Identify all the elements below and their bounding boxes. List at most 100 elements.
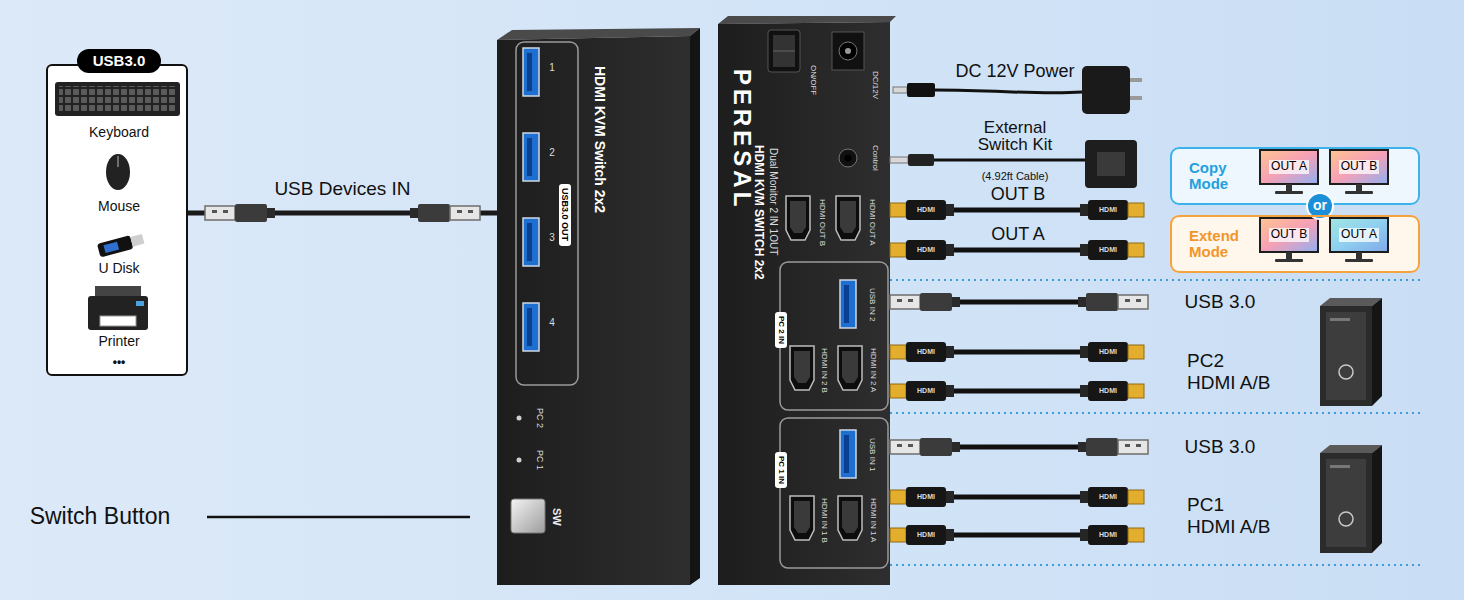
callout-label: Switch Button [30,503,171,529]
plug-marking: HDMI [917,531,935,539]
text-slot: U Disk [98,260,139,276]
cables-and-devices-part [890,564,1422,566]
cable-label: DC 12V Power [955,61,1074,82]
cables-and-devices-part [1097,152,1125,176]
copy-mode-box: Copy Mode OUT A OUT B [1170,147,1420,205]
text-slot: HDMI [1099,246,1117,254]
port-label: DC/12V [870,71,879,99]
cables-and-devices-part [1085,140,1137,188]
plug-marking: HDMI [917,246,935,254]
text-slot: PC 1 IN [775,452,786,488]
kvm-rear-housing-part [768,30,800,72]
plug-marking: HDMI [917,387,935,395]
port-group-label: USB3.0 OUT [559,184,571,245]
port-number: 3 [549,232,555,244]
cables-and-devices-part [890,438,960,456]
text-slot: DC/12V [870,71,879,99]
device-panel-art-part [136,301,144,306]
text-slot: HDMI OUT A [867,199,876,246]
text-slot: 2 [549,147,555,159]
text-slot: HDMI [1099,493,1117,501]
text-slot: SW [551,508,564,526]
cables-and-devices-part [890,525,954,545]
cables-and-devices-part [1170,147,1420,205]
cable-label: OUT A [991,224,1045,245]
text-slot: External Switch Kit [965,119,1065,153]
kvm-rear-housing-part [780,418,888,568]
cables-and-devices-part [1260,150,1318,194]
text-slot: Control [870,145,879,171]
text-slot: HDMI [917,387,935,395]
kvm-rear-housing-part [790,346,814,390]
cables-and-devices-part [1080,381,1144,401]
mode-name: Copy Mode [1189,160,1249,192]
text-slot: USB Devices IN [274,178,410,200]
device-panel-art-part [59,86,176,112]
cables-and-devices-part [890,200,954,220]
kvm-rear-housing-part [838,496,862,540]
cable-label: OUT B [991,184,1046,205]
led-label: PC 1 [535,450,545,470]
cable-label: USB 3.0 [1185,291,1256,313]
monitor-label: OUT B [1339,160,1379,174]
cable-label: USB 3.0 [1185,436,1256,458]
text-slot: HDMI OUT B [817,199,826,246]
pc-label: PC1 HDMI A/B [1187,494,1277,538]
text-slot: USB IN 2 [867,288,876,321]
device-panel-art-part [88,296,148,330]
kvm-rear-housing-part [786,196,810,240]
kvm-rear-housing [718,16,896,585]
usb-plug [205,204,275,222]
cables-and-devices-part [954,208,1080,213]
cables-and-devices-part [890,240,954,260]
mode-name: Extend Mode [1189,228,1249,260]
cables-and-devices-part [1080,525,1144,545]
device-panel-art-part [97,232,145,257]
kvm-front-housing-part [523,133,539,181]
cables-and-devices-part [954,495,1080,500]
text-slot: Extend Mode [1189,228,1249,260]
or-text: or [1313,197,1327,213]
cables-and-devices-part [960,300,1078,305]
kvm-rear-housing-part [836,196,860,240]
text-slot: DC 12V Power [955,61,1074,82]
extend-mode-box: Extend ModeOUT BOUT A [1170,215,1420,273]
kvm-rear-housing-part [773,35,795,67]
cables-and-devices-part [1082,66,1130,114]
device-panel-art-part [100,316,136,326]
kvm-rear-housing-part [845,155,852,162]
kvm-rear-housing-part [790,496,814,540]
cables-and-devices-part [1320,445,1382,553]
product-name: HDMI KVM SWITCH 2x2 [751,145,765,280]
cables-and-devices-part [954,350,1080,355]
port-label: HDMI IN 1 A [868,498,877,542]
cables-and-devices [207,66,1422,565]
kvm-rear-panel: PERESALHDMI KVM SWITCH 2x2Dual Monitor 2… [718,22,890,585]
cables-and-devices-part [960,445,1078,450]
edge-label: USB Devices IN [274,178,410,200]
text-slot: HDMI [1099,206,1117,214]
kvm-front-housing-part [523,303,539,351]
kvm-rear-housing-part [838,346,862,390]
cables-and-devices-part [1130,96,1142,100]
kvm-rear-housing-part [773,51,795,52]
cables-and-devices-part [893,87,907,93]
text-slot: HDMI KVM SWITCH 2x2 [751,145,765,280]
plug-marking: HDMI [1099,206,1117,214]
device-panel-art-part-part [130,234,144,247]
kvm-rear-housing-part [840,280,856,328]
plug-marking: HDMI [1099,387,1117,395]
device-panel-art-part-part [104,242,120,253]
monitor-label: OUT A [1269,160,1309,174]
cables-and-devices-part [1260,218,1318,262]
device-panel-art-part [117,156,119,167]
text-slot: (4.92ft Cable) [982,170,1049,183]
kvm-rear-housing-part [839,149,857,167]
cables-and-devices-part [890,293,960,311]
text-slot: HDMI [917,493,935,501]
kvm-rear-housing-part [845,48,851,54]
text-slot: OUT B [991,184,1046,205]
port-label: HDMI OUT A [867,199,876,246]
port-group-label: PC 2 IN [775,312,786,348]
usb-cable [188,204,497,222]
